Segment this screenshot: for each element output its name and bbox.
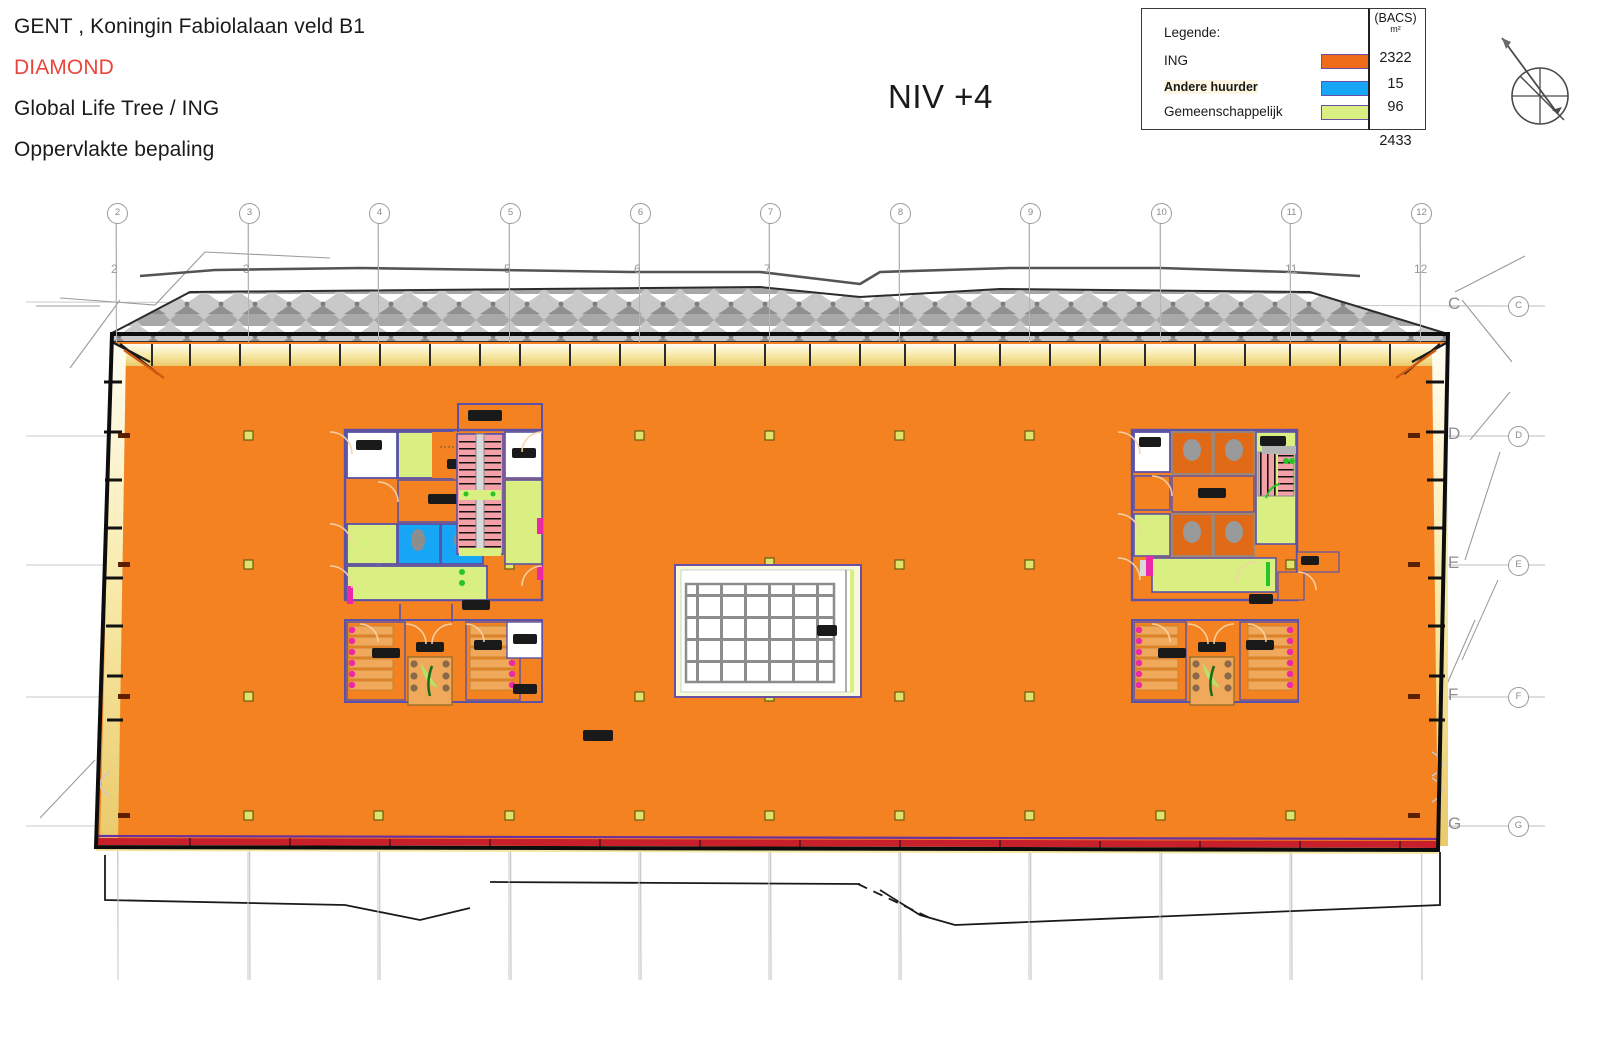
project-name: DIAMOND [14,56,114,79]
row-bubble-E[interactable]: E [1508,555,1529,576]
grid-label-11: 11 [1285,262,1298,276]
grid-stem [116,222,117,342]
grid-bubble-7[interactable]: 7 [760,203,781,224]
grid-stem [1160,222,1161,342]
legend-value-other-tenant: 15 [1387,76,1404,92]
grid-stem [639,222,640,342]
legend-label-common: Gemeenschappelijk [1164,104,1283,119]
legend-value-column [1368,8,1426,130]
grid-bubble-5[interactable]: 5 [500,203,521,224]
legend-heading: Legende: [1164,25,1221,40]
grid-bubble-4[interactable]: 4 [369,203,390,224]
legend-value-common: 96 [1387,99,1404,115]
row-bubble-D[interactable]: D [1508,426,1529,447]
row-label-G[interactable]: G [1448,814,1462,833]
grid-stem [378,222,379,342]
legend-value-ing: 2322 [1379,50,1412,66]
grid-bubble-11[interactable]: 11 [1281,203,1302,224]
legend-total-value: 2433 [1379,133,1412,149]
row-label-E[interactable]: E [1448,553,1460,572]
grid-label-7: 7 [764,262,771,276]
project-location: GENT , Koningin Fabiolalaan veld B1 [14,15,365,38]
row-label-F[interactable]: F [1448,685,1459,704]
legend-unit-main: (BACS) [1374,11,1417,25]
grid-label-3: 3 [243,262,250,276]
grid-bubble-9[interactable]: 9 [1020,203,1041,224]
grid-label-12: 12 [1414,262,1428,276]
grid-bubble-12[interactable]: 12 [1411,203,1432,224]
grid-stem [248,222,249,342]
legend-label-ing: ING [1164,53,1189,68]
title-block: GENT , Koningin Fabiolalaan veld B1 DIAM… [14,6,634,170]
row-label-C[interactable]: C [1448,294,1461,313]
grid-stem [1029,222,1030,342]
grid-bubble-2[interactable]: 2 [107,203,128,224]
drawing-subject: Oppervlakte bepaling [14,138,215,161]
legend-unit-sub: m² [1390,24,1401,34]
row-bubble-F[interactable]: F [1508,687,1529,708]
grid-stem [509,222,510,342]
grid-stem [899,222,900,342]
grid-label-6: 6 [634,262,641,276]
grid-stem [1420,222,1421,342]
level-title: NIV +4 [888,78,993,115]
grid-bubble-10[interactable]: 10 [1151,203,1172,224]
row-bubble-C[interactable]: C [1508,296,1529,317]
grid-label-2: 2 [111,262,118,276]
grid-bubble-6[interactable]: 6 [630,203,651,224]
grid-bubble-8[interactable]: 8 [890,203,911,224]
grid-stem [769,222,770,342]
row-bubble-G[interactable]: G [1508,816,1529,837]
client-line: Global Life Tree / ING [14,97,220,120]
north-arrow-icon [1478,24,1588,134]
grid-stem [1290,222,1291,342]
legend-label-other-tenant: Andere huurder [1164,80,1258,94]
legend-unit-header: (BACS) m² [1368,11,1423,34]
grid-bubble-3[interactable]: 3 [239,203,260,224]
row-label-D[interactable]: D [1448,424,1461,443]
grid-label-5: 5 [504,262,511,276]
